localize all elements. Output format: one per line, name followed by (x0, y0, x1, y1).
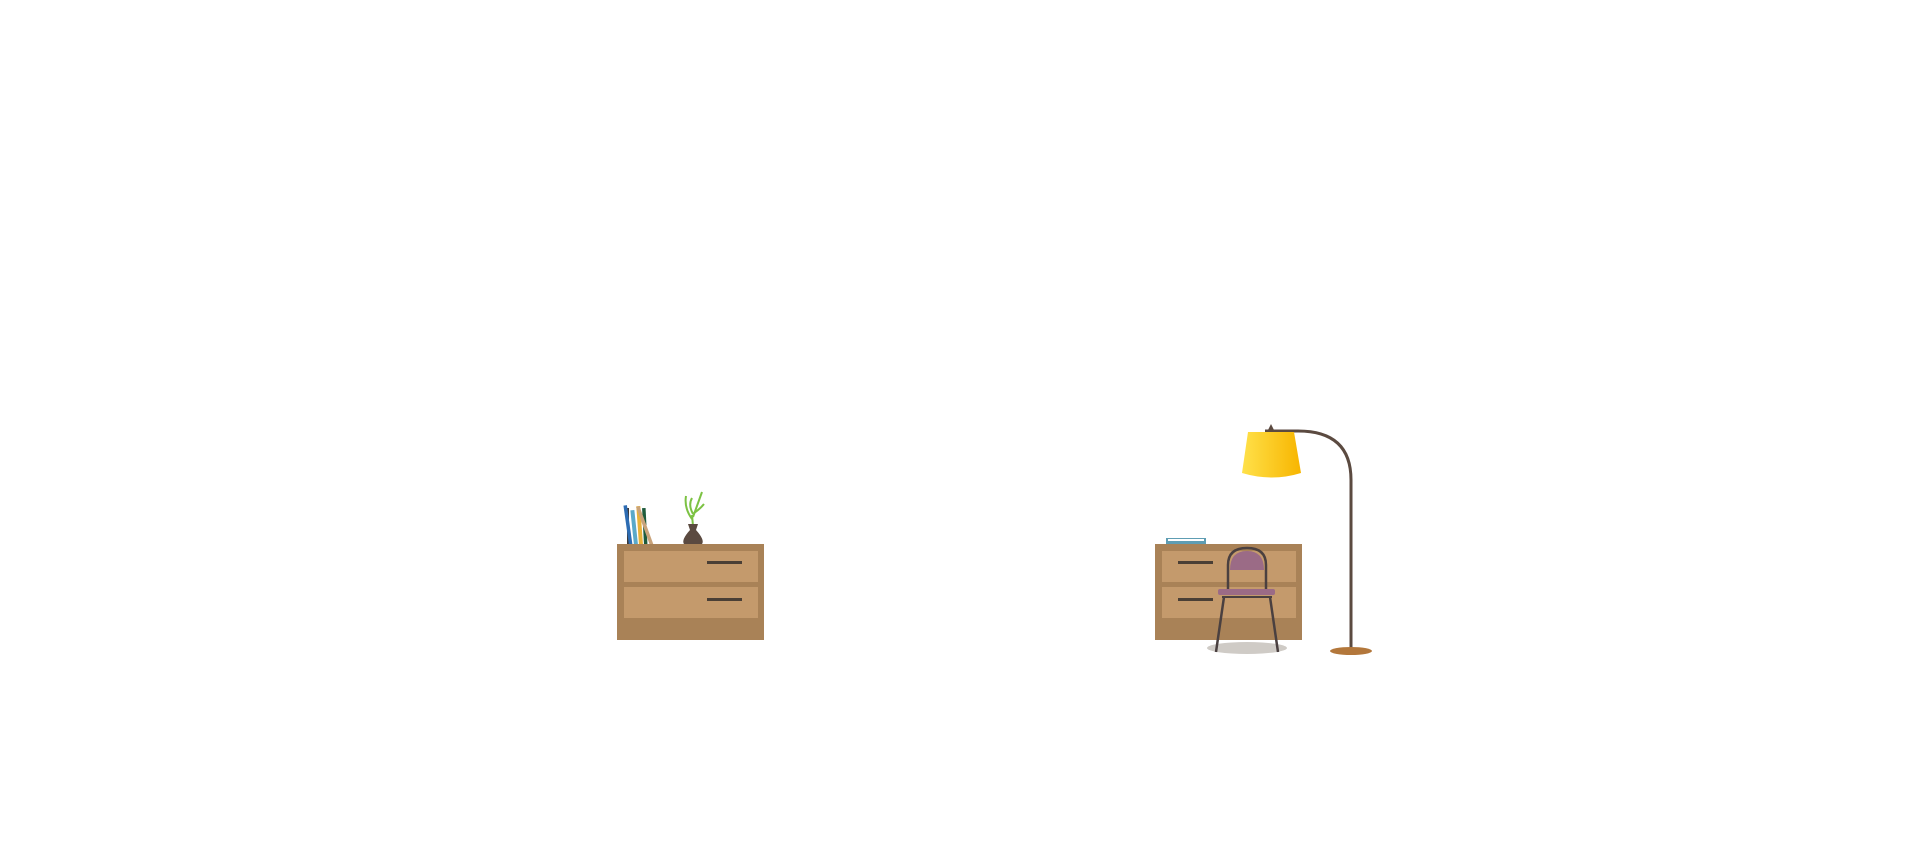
floor-lamp-icon (1242, 424, 1372, 655)
books-icon (623, 505, 654, 547)
dresser-icon (617, 544, 764, 640)
right-desk-set (1155, 424, 1372, 655)
left-dresser-set (617, 491, 764, 640)
vase-plant-icon (683, 491, 705, 544)
book-icon (1166, 538, 1206, 544)
chair-icon (1207, 546, 1287, 654)
